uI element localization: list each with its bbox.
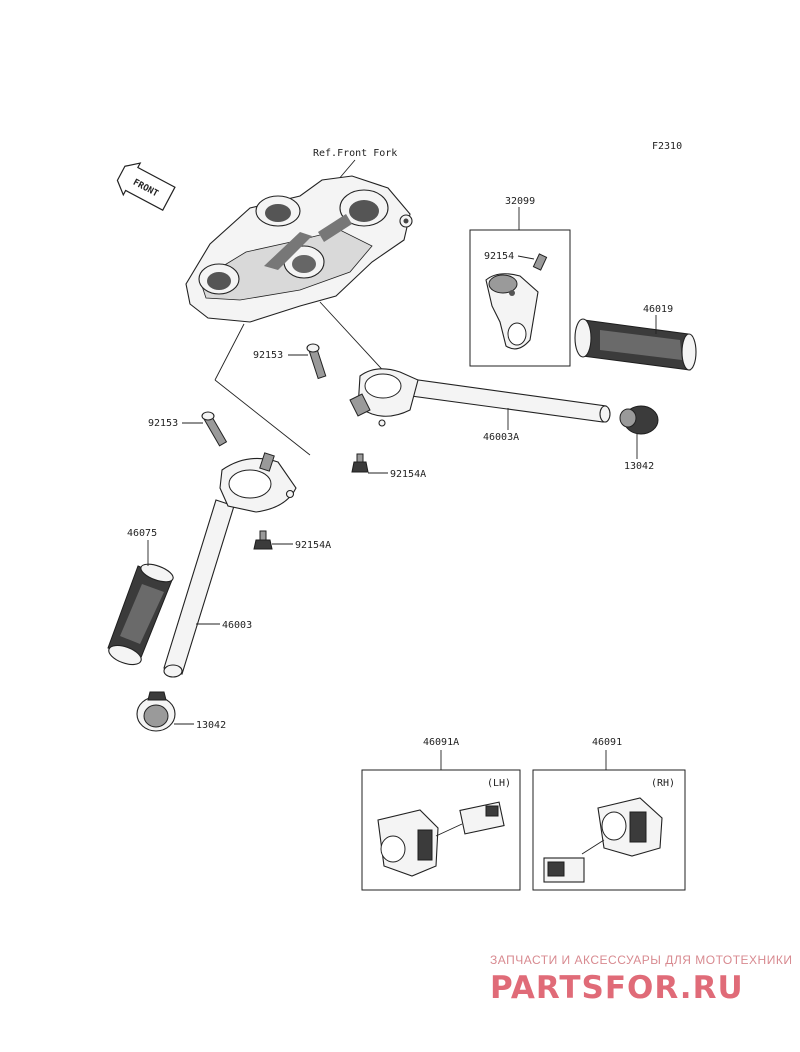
label-46091a: 46091A (423, 737, 459, 748)
ref-leader-line (337, 159, 356, 181)
label-32099: 32099 (505, 196, 535, 207)
label-13042-right: 13042 (624, 461, 654, 472)
label-46091: 46091 (592, 737, 622, 748)
bolt-92153-left (201, 411, 228, 447)
leader-line (319, 301, 391, 379)
throttle-tube-32099 (485, 273, 539, 350)
bar-end-weight-13042-right (619, 405, 659, 435)
screw-92154a-right (351, 453, 369, 473)
leader-line (517, 255, 535, 260)
label-46019: 46019 (643, 304, 673, 315)
rh-label: (RH) (651, 778, 675, 789)
steering-stem-head (185, 175, 413, 323)
label-92154: 92154 (484, 251, 514, 262)
right-handlebar-46003A (349, 368, 611, 427)
lh-label: (LH) (487, 778, 511, 789)
bar-end-weight-13042-left (136, 691, 176, 732)
label-92154a-left: 92154A (295, 540, 331, 551)
label-92153-right: 92153 (253, 350, 283, 361)
screw-92154a-left (253, 530, 273, 550)
left-handlebar-switch-46091a (377, 801, 505, 877)
ref-front-fork-label: Ref.Front Fork (313, 148, 397, 159)
label-46003: 46003 (222, 620, 252, 631)
label-13042-left: 13042 (196, 720, 226, 731)
label-92153-left: 92153 (148, 418, 178, 429)
right-grip-46019 (574, 318, 697, 371)
watermark-logo: PARTSFOR.RU (490, 970, 744, 1006)
right-handlebar-switch-46091 (543, 797, 663, 883)
front-arrow-icon: FRONT (116, 162, 176, 211)
bolt-92153-right (306, 343, 327, 380)
left-grip-46075 (107, 563, 174, 666)
screw-92154 (532, 253, 548, 271)
left-handlebar-46003 (163, 452, 297, 678)
right-switch-box (532, 769, 686, 891)
leader-line (214, 379, 311, 456)
throttle-assembly-box (469, 229, 571, 367)
label-46075: 46075 (127, 528, 157, 539)
label-92154a-right: 92154A (390, 469, 426, 480)
diagram-code: F2310 (652, 141, 682, 152)
watermark-tagline: ЗАПЧАСТИ И АКСЕССУАРЫ ДЛЯ МОТОТЕХНИКИ (490, 953, 792, 967)
label-46003a: 46003A (483, 432, 519, 443)
leader-line (214, 323, 245, 381)
